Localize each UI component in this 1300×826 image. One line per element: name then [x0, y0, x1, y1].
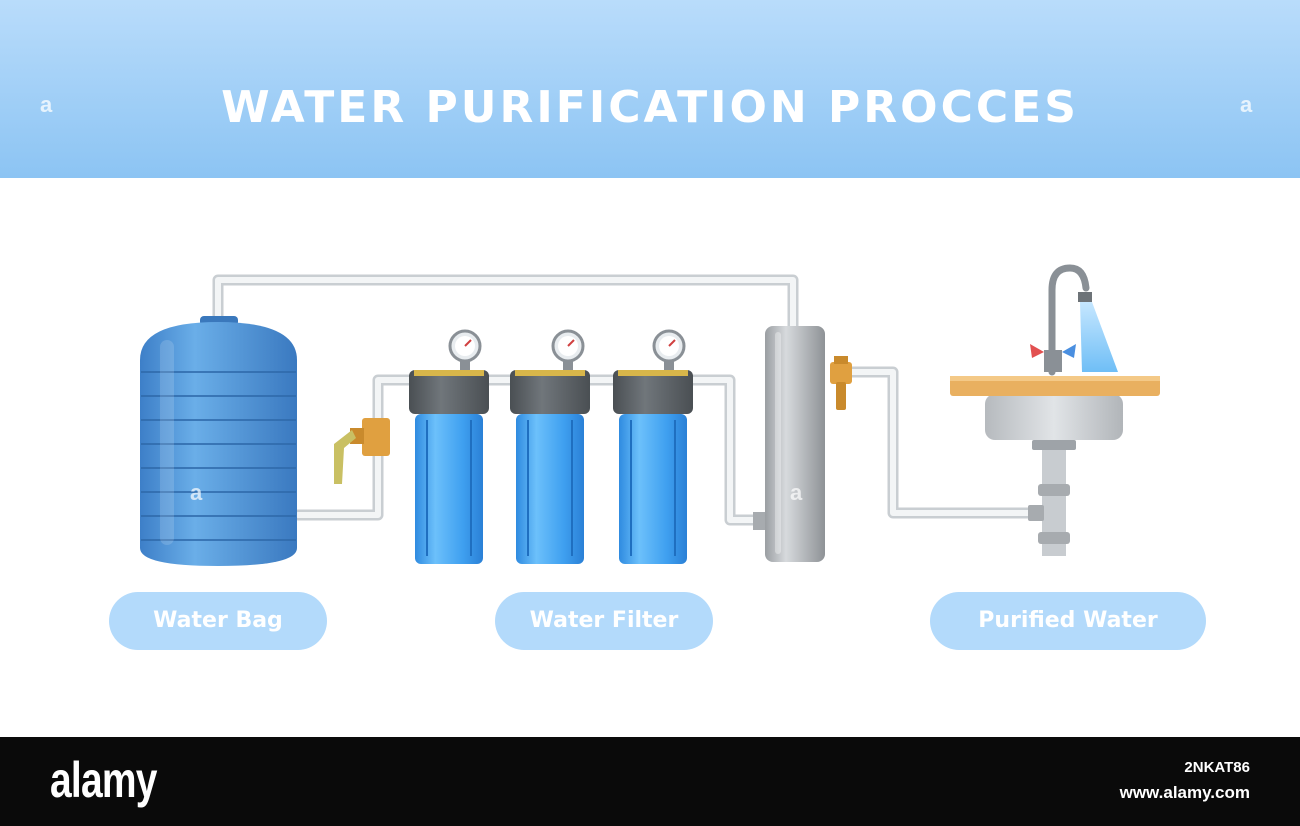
watermark-mark: a	[1240, 92, 1253, 117]
site-url: www.alamy.com	[1119, 783, 1250, 802]
footer-bar: alamy 2NKAT86 www.alamy.com	[0, 737, 1300, 826]
water-tank-icon	[140, 316, 297, 566]
alamy-logo: alamy	[50, 752, 157, 808]
watermark-mark: a	[790, 480, 803, 505]
header-banner: a a WATER PURIFICATION PROCCES	[0, 0, 1300, 178]
label-water-bag: Water Bag	[109, 592, 327, 650]
image-id: 2NKAT86	[1184, 759, 1250, 776]
valve-icon	[830, 356, 852, 410]
filter-housing-icon	[613, 329, 693, 564]
sink-icon	[950, 376, 1160, 556]
filter-housing-icon	[409, 329, 489, 564]
cylinder-tank-icon	[753, 326, 825, 562]
faucet-icon	[1030, 264, 1118, 376]
watermark-mark: a	[40, 92, 53, 117]
purification-diagram: a a	[140, 264, 1160, 566]
valve-icon	[334, 418, 390, 484]
filter-housing-icon	[510, 329, 590, 564]
page-title: WATER PURIFICATION PROCCES	[221, 82, 1079, 133]
label-purified-water: Purified Water	[930, 592, 1206, 650]
label-water-filter: Water Filter	[495, 592, 713, 650]
watermark-mark: a	[190, 480, 203, 505]
